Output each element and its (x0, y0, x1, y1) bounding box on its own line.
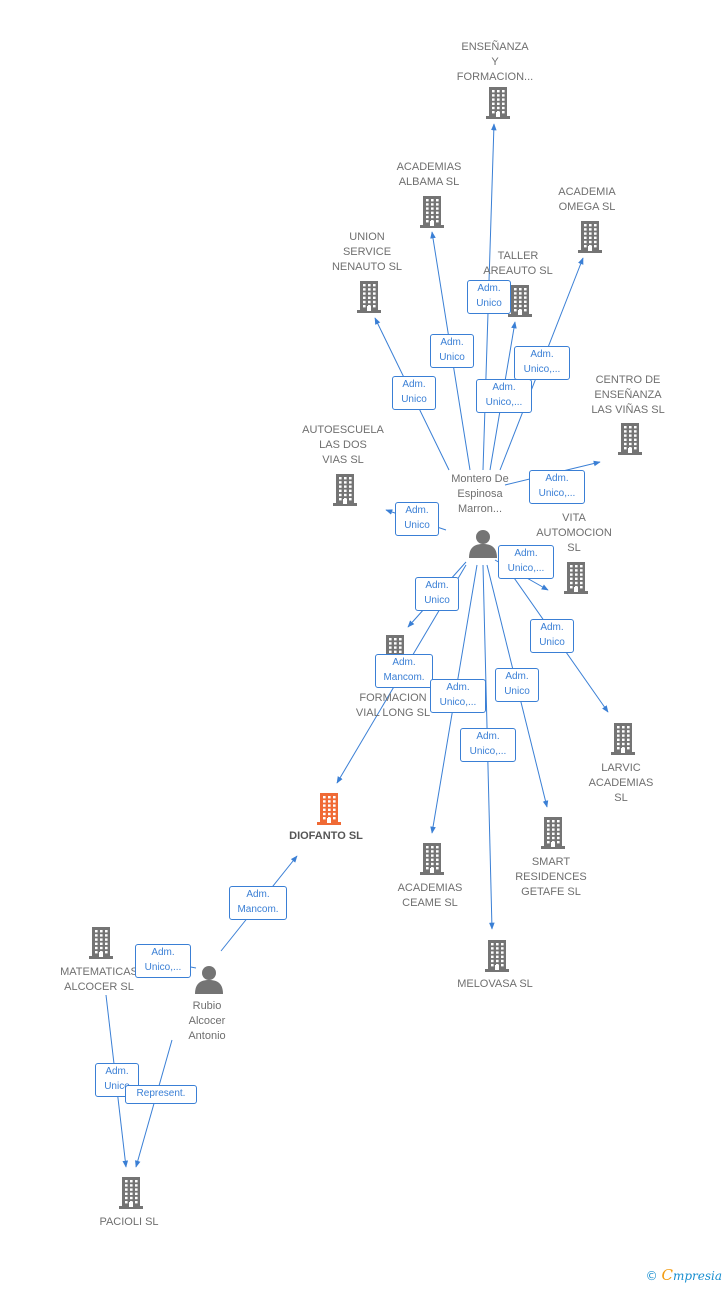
edge-label[interactable]: Adm. Unico,... (430, 679, 486, 713)
building-icon-highlighted (315, 791, 343, 830)
person-icon (194, 964, 224, 999)
watermark: © Cmpresia (646, 1266, 722, 1284)
node-label: ACADEMIAS CEAME SL (397, 882, 463, 909)
edge-label[interactable]: Represent. (125, 1085, 197, 1104)
edge-label[interactable]: Adm. Unico,... (135, 944, 191, 978)
edge-label[interactable]: Adm. Unico,... (460, 728, 516, 762)
person-icon (468, 528, 498, 563)
node-label: ENSEÑANZA Y FORMACION... (456, 41, 534, 83)
node-label: Montero De Espinosa Marron... (451, 473, 509, 515)
node-label: PACIOLI SL (99, 1216, 159, 1228)
building-icon (562, 560, 590, 599)
edge-label[interactable]: Adm. Unico (530, 619, 574, 653)
edge-label[interactable]: Adm. Unico (495, 668, 539, 702)
edge-label[interactable]: Adm. Unico,... (529, 470, 585, 504)
node-label: TALLER AREAUTO SL (483, 250, 553, 277)
node-label: UNION SERVICE NENAUTO SL (331, 231, 403, 273)
edge-label[interactable]: Adm. Unico,... (476, 379, 532, 413)
building-icon (331, 472, 359, 511)
edge-label[interactable]: Adm. Unico (467, 280, 511, 314)
edge-label[interactable]: Adm. Unico (395, 502, 439, 536)
building-icon (609, 721, 637, 760)
edge-label[interactable]: Adm. Unico (415, 577, 459, 611)
node-label: Rubio Alcocer Antonio (188, 1000, 226, 1042)
building-icon (506, 283, 534, 322)
brand-name: mpresia (672, 1269, 722, 1283)
node-label: ACADEMIAS ALBAMA SL (396, 161, 462, 188)
node-label: VITA AUTOMOCION SL (536, 512, 612, 554)
brand-logo-icon: C (661, 1266, 673, 1284)
edge-label[interactable]: Adm. Unico (95, 1063, 139, 1097)
building-icon (576, 219, 604, 258)
node-label: MELOVASA SL (457, 978, 533, 990)
node-label: LARVIC ACADEMIAS SL (588, 762, 654, 804)
node-label: DIOFANTO SL (289, 830, 363, 842)
building-icon (87, 925, 115, 964)
node-label: ACADEMIA OMEGA SL (558, 186, 616, 213)
node-label: AUTOESCUELA LAS DOS VIAS SL (302, 424, 384, 466)
copyright-symbol: © (645, 1269, 658, 1283)
edge-label[interactable]: Adm. Mancom. (375, 654, 433, 688)
building-icon (484, 85, 512, 124)
building-icon (418, 841, 446, 880)
building-icon (483, 938, 511, 977)
building-icon (117, 1175, 145, 1214)
node-label: SMART RESIDENCES GETAFE SL (515, 856, 587, 898)
building-icon (418, 194, 446, 233)
edge-label[interactable]: Adm. Unico (392, 376, 436, 410)
building-icon (539, 815, 567, 854)
edge-label[interactable]: Adm. Unico,... (498, 545, 554, 579)
edge-label[interactable]: Adm. Mancom. (229, 886, 287, 920)
building-icon (616, 421, 644, 460)
building-icon (355, 279, 383, 318)
node-label: MATEMATICAS ALCOCER SL (60, 966, 138, 993)
edge-label[interactable]: Adm. Unico (430, 334, 474, 368)
node-label: CENTRO DE ENSEÑANZA LAS VIÑAS SL (591, 374, 665, 416)
edge-label[interactable]: Adm. Unico,... (514, 346, 570, 380)
